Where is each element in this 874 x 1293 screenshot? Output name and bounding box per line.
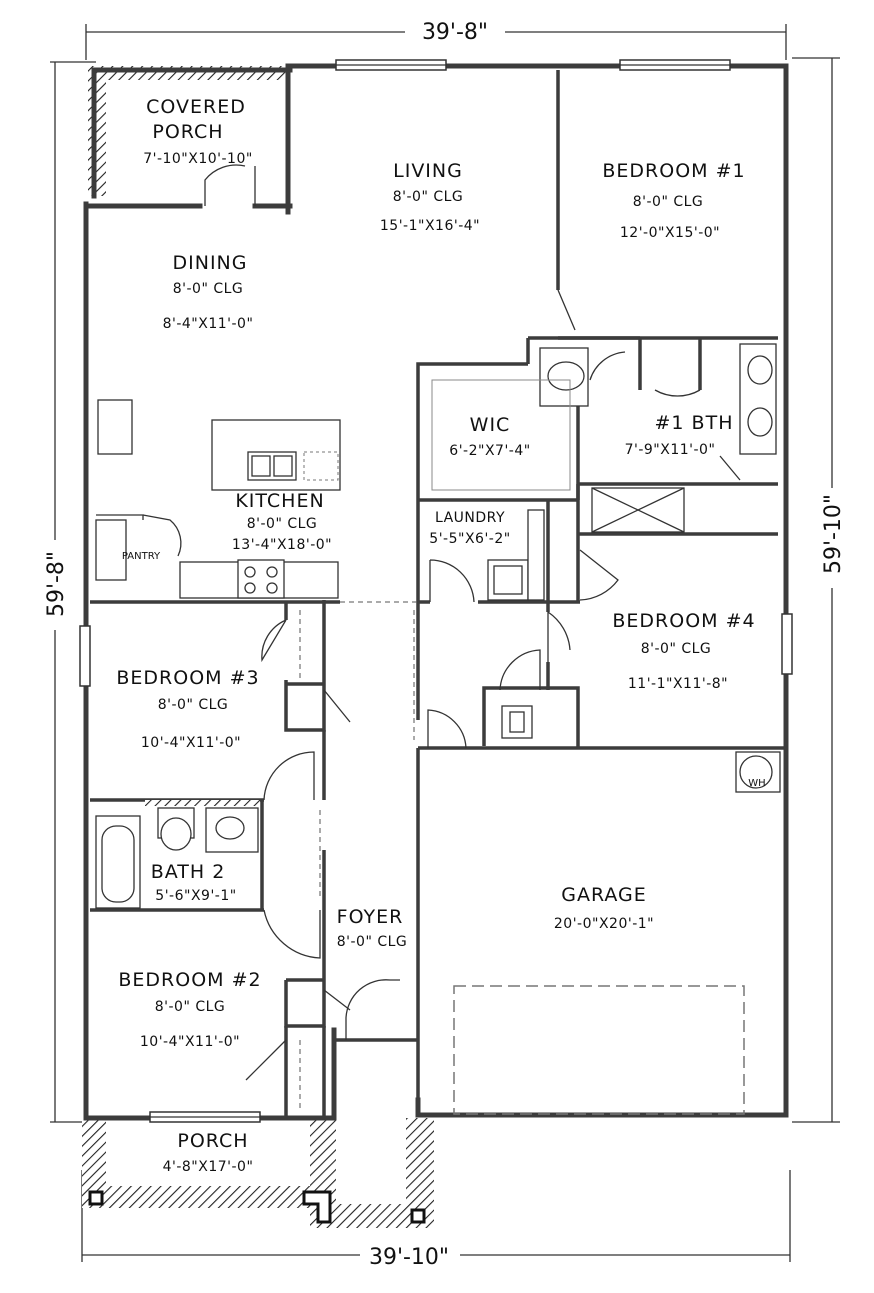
bedroom-3-ceiling: 8'-0" CLG: [158, 697, 229, 713]
room-garage: GARAGE 20'-0"X20'-1": [554, 884, 654, 932]
room-living: LIVING 8'-0" CLG 15'-1"X16'-4": [380, 160, 480, 234]
room-bedroom-3: BEDROOM #3 8'-0" CLG 10'-4"X11'-0": [116, 667, 259, 751]
bedroom-1-name: BEDROOM #1: [602, 160, 745, 182]
kitchen-size: 13'-4"X18'-0": [232, 537, 332, 553]
room-bath-1: #1 BTH 7'-9"X11'-0": [625, 412, 734, 458]
water-heater-label: WH: [748, 778, 765, 789]
dashed-openings: [299, 601, 418, 1110]
bedroom-4-ceiling: 8'-0" CLG: [641, 641, 712, 657]
room-foyer: FOYER 8'-0" CLG: [337, 906, 408, 950]
kitchen-name: KITCHEN: [235, 490, 324, 512]
covered-porch-name-line2: PORCH: [152, 121, 223, 143]
room-kitchen: KITCHEN 8'-0" CLG 13'-4"X18'-0": [232, 490, 332, 553]
porch-name: PORCH: [177, 1130, 248, 1152]
bedroom-4-size: 11'-1"X11'-8": [628, 676, 728, 692]
covered-porch-size: 7'-10"X10'-10": [143, 151, 253, 167]
dimension-left: 59'-8": [44, 551, 69, 617]
foyer-name: FOYER: [337, 906, 404, 928]
living-size: 15'-1"X16'-4": [380, 218, 480, 234]
foyer-ceiling: 8'-0" CLG: [337, 934, 408, 950]
porch-hatching: [82, 66, 434, 1228]
dining-name: DINING: [173, 252, 248, 274]
bedroom-3-name: BEDROOM #3: [116, 667, 259, 689]
garage-size: 20'-0"X20'-1": [554, 916, 654, 932]
room-bath-2: BATH 2 5'-6"X9'-1": [151, 861, 236, 904]
room-bedroom-4: BEDROOM #4 8'-0" CLG 11'-1"X11'-8": [612, 610, 755, 692]
dimension-right: 59'-10": [821, 494, 846, 574]
windows: [79, 59, 793, 1123]
fixtures: [95, 343, 781, 1115]
laundry-name: LAUNDRY: [435, 510, 505, 526]
bedroom-2-ceiling: 8'-0" CLG: [155, 999, 226, 1015]
room-laundry: LAUNDRY 5'-5"X6'-2": [429, 510, 510, 547]
living-name: LIVING: [393, 160, 463, 182]
pantry-name: PANTRY: [122, 551, 161, 562]
bedroom-3-size: 10'-4"X11'-0": [141, 735, 241, 751]
covered-porch-name-line1: COVERED: [146, 96, 246, 118]
room-wic: WIC 6'-2"X7'-4": [449, 414, 530, 459]
laundry-size: 5'-5"X6'-2": [429, 531, 510, 547]
wic-name: WIC: [470, 414, 511, 436]
bedroom-2-name: BEDROOM #2: [118, 969, 261, 991]
bedroom-4-name: BEDROOM #4: [612, 610, 755, 632]
room-covered-porch: COVERED PORCH 7'-10"X10'-10": [143, 96, 253, 167]
dining-ceiling: 8'-0" CLG: [173, 281, 244, 297]
room-porch: PORCH 4'-8"X17'-0": [163, 1130, 254, 1175]
bedroom-2-size: 10'-4"X11'-0": [140, 1034, 240, 1050]
living-ceiling: 8'-0" CLG: [393, 189, 464, 205]
dimension-lines: [50, 24, 840, 1262]
room-bedroom-1: BEDROOM #1 8'-0" CLG 12'-0"X15'-0": [602, 160, 745, 241]
kitchen-ceiling: 8'-0" CLG: [247, 516, 318, 532]
interior-walls: [90, 70, 786, 1118]
bath-2-size: 5'-6"X9'-1": [155, 888, 236, 904]
dimension-top: 39'-8": [422, 20, 488, 45]
bedroom-1-size: 12'-0"X15'-0": [620, 225, 720, 241]
bath-1-name: #1 BTH: [655, 412, 734, 434]
doors: [142, 164, 701, 1081]
bedroom-1-ceiling: 8'-0" CLG: [633, 194, 704, 210]
bath-1-size: 7'-9"X11'-0": [625, 442, 716, 458]
room-bedroom-2: BEDROOM #2 8'-0" CLG 10'-4"X11'-0": [118, 969, 261, 1050]
porch-size: 4'-8"X17'-0": [163, 1159, 254, 1175]
dimension-bottom: 39'-10": [369, 1245, 449, 1270]
dining-size: 8'-4"X11'-0": [163, 316, 254, 332]
room-dining: DINING 8'-0" CLG 8'-4"X11'-0": [163, 252, 254, 332]
wic-size: 6'-2"X7'-4": [449, 443, 530, 459]
garage-name: GARAGE: [561, 884, 647, 906]
bath-2-name: BATH 2: [151, 861, 226, 883]
